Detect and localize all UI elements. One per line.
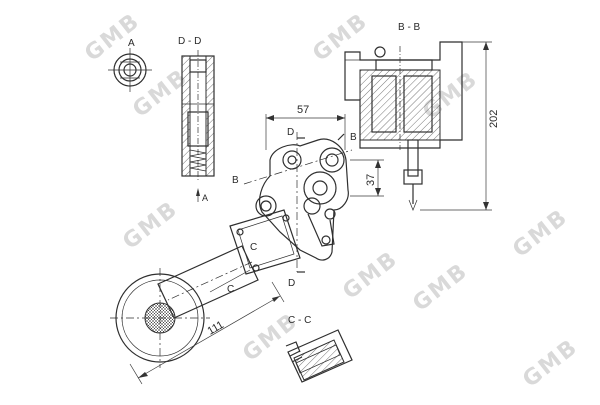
watermark: GMB <box>118 196 183 254</box>
marker-c-right: C <box>250 242 257 253</box>
view-a-label: A <box>128 38 135 49</box>
marker-c-left: C <box>227 284 234 295</box>
marker-b-left: B <box>232 175 239 186</box>
pump-body: 57 37 D D B B <box>232 104 384 289</box>
dim-37: 37 <box>365 174 377 186</box>
marker-d-bottom: D <box>288 278 295 289</box>
view-d-d: D - D A <box>178 36 215 203</box>
watermark: GMB <box>508 204 573 262</box>
view-c-c: C - C <box>285 315 353 383</box>
view-dd-label: D - D <box>178 36 201 47</box>
watermark: GMB <box>308 8 373 66</box>
pickup-tube: C C 111 <box>110 209 301 385</box>
view-a: A <box>108 38 152 92</box>
marker-d-top: D <box>287 127 294 138</box>
view-bb-label: B - B <box>398 22 421 33</box>
watermark-group: GMB GMB GMB GMB GMB GMB GMB GMB GMB GMB <box>80 8 583 392</box>
marker-b-right: B <box>350 132 357 143</box>
view-b-b: B - B 202 <box>344 22 500 211</box>
view-cc-label: C - C <box>288 315 311 326</box>
marker-a-arrow: A <box>202 193 208 203</box>
dim-57: 57 <box>297 104 309 116</box>
dim-202: 202 <box>488 110 500 128</box>
watermark: GMB <box>80 8 145 66</box>
watermark: GMB <box>338 246 403 304</box>
watermark: GMB <box>408 258 473 316</box>
dim-111: 111 <box>206 319 226 338</box>
watermark: GMB <box>518 334 583 392</box>
